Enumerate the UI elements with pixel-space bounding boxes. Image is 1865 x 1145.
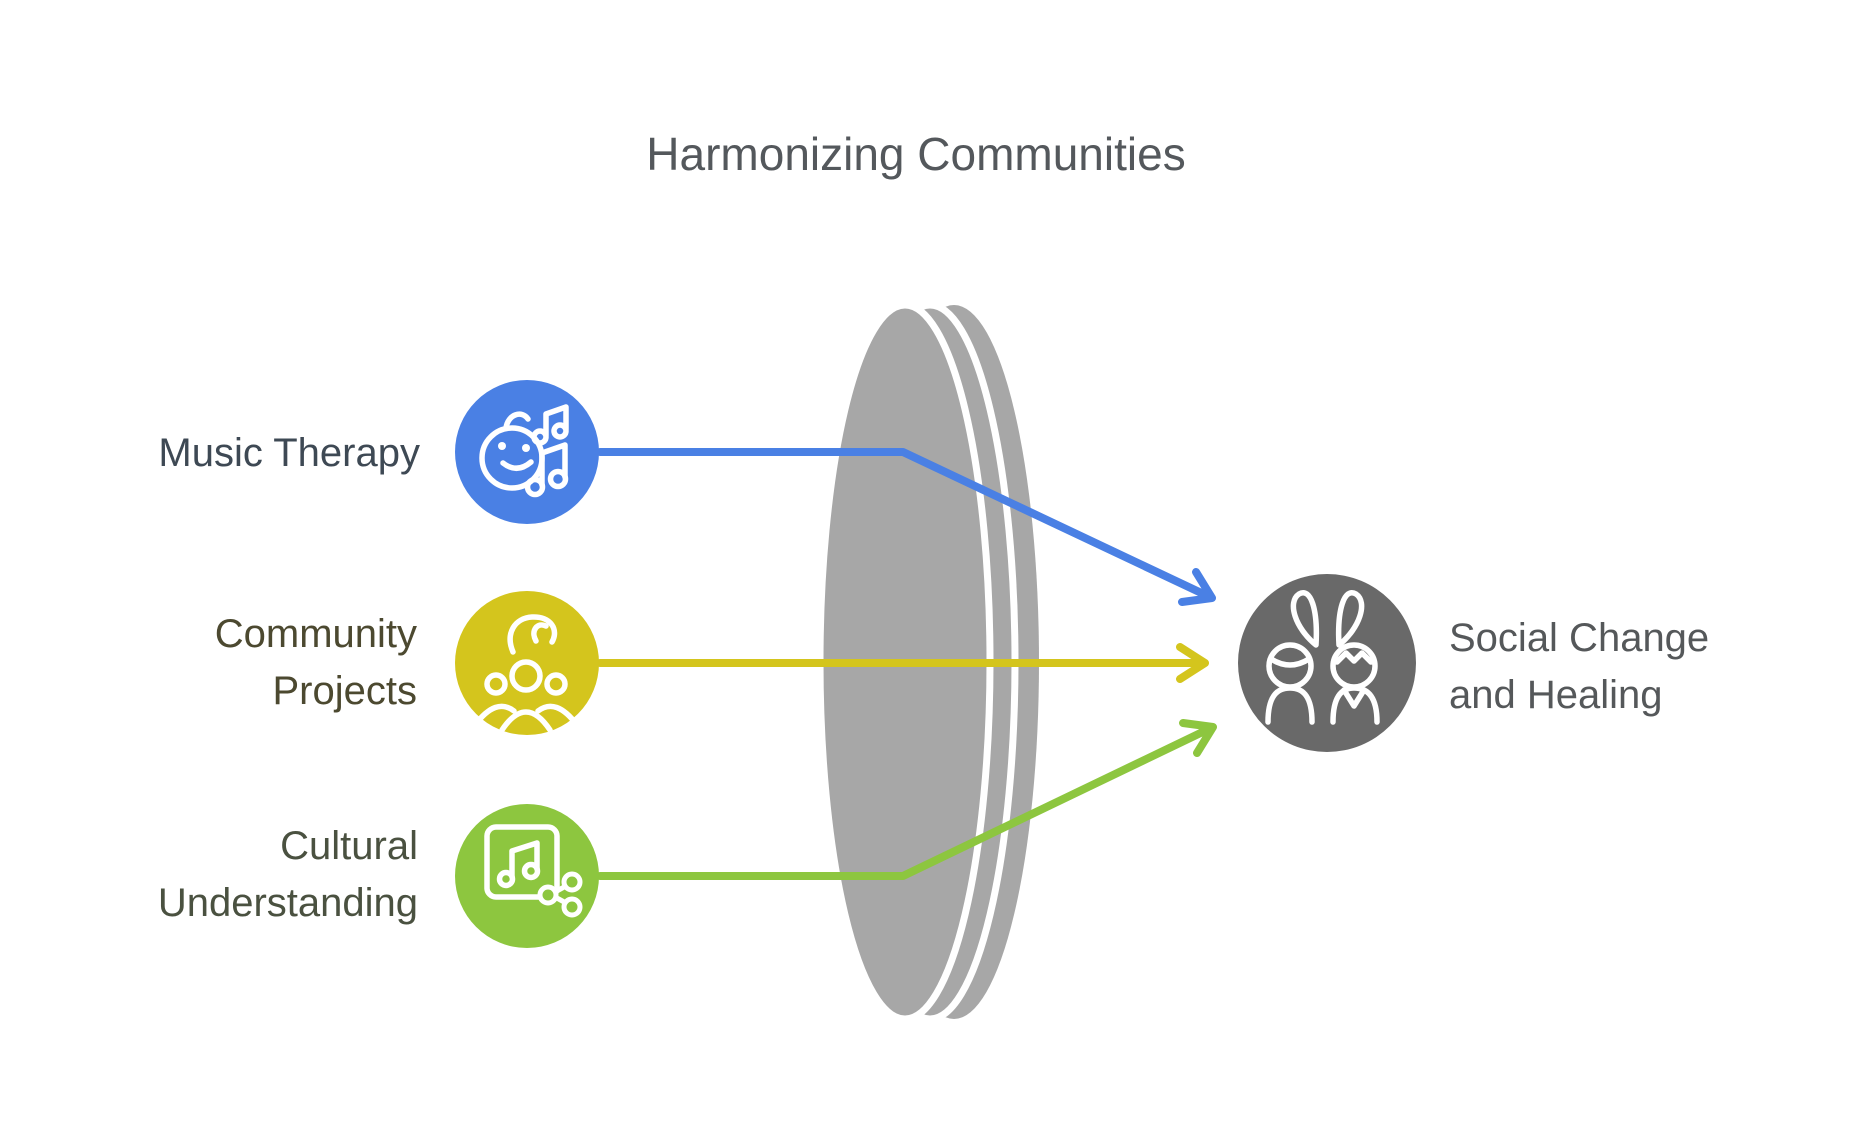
social-change-circle <box>1238 574 1416 752</box>
social-change-label-line1: Social Change <box>1449 616 1709 660</box>
diagram-title: Harmonizing Communities <box>646 128 1185 180</box>
arrow-community-projects-to-output <box>596 643 1209 683</box>
music-share-icon <box>484 824 583 918</box>
cultural-understanding-label-line2: Understanding <box>158 881 418 925</box>
cultural-understanding-label-line1: Cultural <box>280 824 418 868</box>
node-community-projects: Community Projects <box>215 591 599 735</box>
music-therapy-circle <box>455 380 599 524</box>
node-social-change-and-healing: Social Change and Healing <box>1238 574 1709 752</box>
share-nodes <box>537 871 583 918</box>
music-therapy-label: Music Therapy <box>158 431 420 475</box>
child-music-icon <box>479 404 569 498</box>
arrow-music-therapy-to-output <box>596 448 1216 606</box>
node-music-therapy: Music Therapy <box>158 380 599 524</box>
community-projects-label-line2: Projects <box>273 669 418 713</box>
community-projects-label-line1: Community <box>215 612 417 656</box>
social-change-label-line2: and Healing <box>1449 673 1663 717</box>
arrow-cultural-understanding-to-output <box>596 719 1217 880</box>
helping-hand-group-icon <box>472 614 580 733</box>
people-heart-icon <box>1265 590 1380 725</box>
node-cultural-understanding: Cultural Understanding <box>158 804 599 948</box>
small-music-note <box>531 404 569 446</box>
large-music-note <box>524 442 569 498</box>
